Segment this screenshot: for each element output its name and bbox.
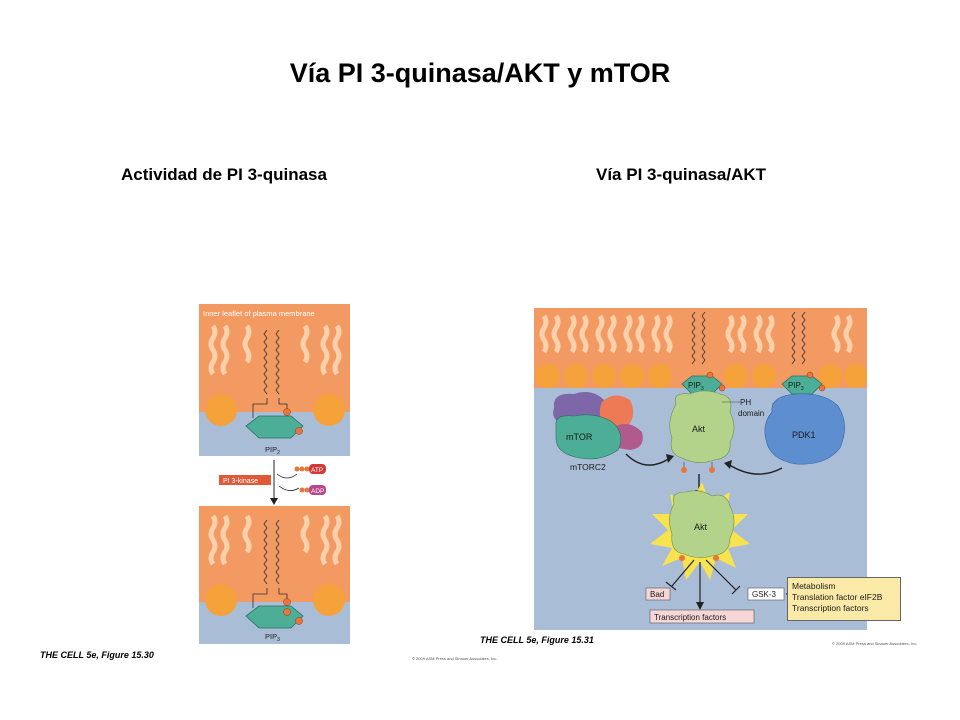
tf-box: [649, 609, 755, 624]
phosphate-icon: [283, 408, 291, 416]
gsk3-box: [747, 587, 785, 601]
target-item: Translation factor eIF2B: [792, 592, 883, 602]
pip3-label: PIP3: [265, 632, 280, 643]
akt-membrane: [669, 390, 735, 463]
pi3k-activity-svg: Inner leaflet of plasma membrane PIP2 PI…: [199, 304, 350, 644]
mtor-label: mTOR: [566, 432, 593, 442]
pdk1-kinase: [764, 393, 845, 465]
inositol-ring-top: [245, 415, 304, 439]
right-heading: Vía PI 3-quinasa/AKT: [596, 165, 767, 184]
adp-label: ADP: [311, 488, 324, 495]
mtor-subunit: [555, 414, 622, 460]
atp-label: ATP: [311, 467, 323, 474]
mlst8-subunit: [613, 424, 643, 450]
slide-title: Vía PI 3-quinasa/AKT y mTOR: [289, 58, 671, 88]
phosphate-icon: [295, 427, 303, 435]
akt-active: [669, 490, 735, 558]
pi3k-activity-figure: Inner leaflet of plasma membrane PIP2 PI…: [199, 304, 350, 644]
atp-badge: [309, 464, 326, 474]
membrane-label: Inner leaflet of plasma membrane: [203, 309, 315, 318]
pdk1-arrow-icon: [724, 460, 732, 469]
pip3-left-label: PIP3: [688, 381, 704, 392]
mtorc2-arrow-icon: [666, 454, 674, 463]
bad-box: [645, 587, 671, 601]
pi3k-akt-pathway-svg: PIP3 PIP3 mTOR mTORC2 Akt PH domain PDK1: [534, 308, 867, 630]
tf-label: Transcription factors: [654, 613, 726, 622]
akt-top-label: Akt: [692, 424, 706, 434]
right-figure-copyright: © 2009 ASM Press and Sinauer Associates,…: [832, 641, 918, 646]
akt-active-label: Akt: [694, 522, 708, 532]
adp-badge: [309, 485, 326, 495]
pi3-kinase-label: PI 3-kinase: [223, 478, 258, 485]
domain-label: domain: [738, 409, 764, 418]
tf-arrow-icon: [696, 602, 704, 610]
target-item: Metabolism: [792, 581, 836, 591]
left-figure-credit: THE CELL 5e, Figure 15.30: [40, 650, 154, 660]
fatty-acid-chains-top: [252, 329, 288, 418]
lipid-bead-left: [205, 394, 237, 426]
lipid-heads: [536, 364, 867, 388]
bad-label: Bad: [650, 590, 664, 599]
mtorc2-label: mTORC2: [570, 462, 606, 472]
gsk3-label: GSK-3: [752, 590, 777, 599]
pdk1-label: PDK1: [792, 430, 816, 440]
left-heading: Actividad de PI 3-quinasa: [121, 165, 327, 184]
pi3k-akt-pathway-figure: PIP3 PIP3 mTOR mTORC2 Akt PH domain PDK1: [534, 308, 867, 630]
lipid-bead-right: [313, 394, 345, 426]
right-figure-credit: THE CELL 5e, Figure 15.31: [480, 635, 594, 645]
ph-label: PH: [740, 398, 751, 407]
lipid-tails-top: [208, 324, 342, 376]
lipid-tails: [539, 314, 853, 354]
reaction-arrow-icon: [270, 498, 278, 505]
pip2-label: PIP2: [265, 445, 280, 456]
gsk3-targets-box: Metabolism Translation factor eIF2B Tran…: [787, 577, 901, 621]
left-figure-copyright: © 2009 ASM Press and Sinauer Associates,…: [412, 656, 498, 661]
pi3-kinase-badge: [219, 475, 271, 485]
target-item: Transcription factors: [792, 603, 869, 613]
pip3-right-ring: [781, 375, 823, 395]
pip3-right-label: PIP3: [788, 381, 804, 392]
